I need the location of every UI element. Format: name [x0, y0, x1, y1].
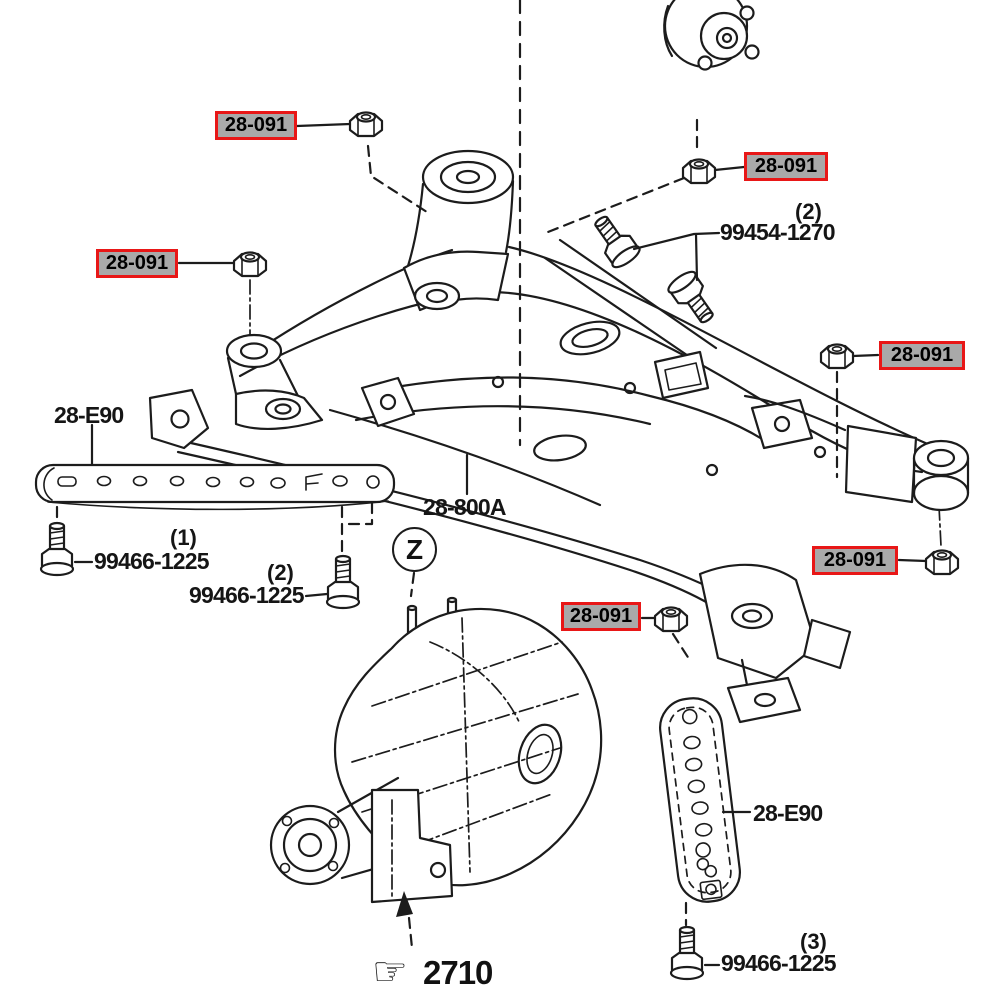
bolt-99466-3	[669, 925, 705, 981]
bolt-99466-1	[39, 521, 75, 577]
stay-bar-right	[659, 697, 741, 903]
nut-28091-6	[653, 606, 689, 633]
callout-28-091-top-left[interactable]: 28-091	[215, 111, 297, 140]
stay-bar-left	[34, 463, 396, 511]
callout-28-091-lower-right[interactable]: 28-091	[812, 546, 898, 575]
pointing-hand-icon: ☞	[372, 950, 408, 994]
callout-28-091-mid-left[interactable]: 28-091	[96, 249, 178, 278]
nut-28091-5	[924, 549, 960, 576]
callout-28-091-mid-right[interactable]: 28-091	[879, 341, 965, 370]
callout-28-091-top-right[interactable]: 28-091	[744, 152, 828, 181]
nut-28091-3	[232, 251, 268, 278]
qty-stay-bolt-3: (3)	[800, 929, 827, 954]
callout-28-091-lower-center[interactable]: 28-091	[561, 602, 641, 631]
nut-28091-4	[819, 343, 855, 370]
view-marker-z: Z	[392, 527, 437, 572]
nut-28091-1	[348, 111, 384, 138]
label-stay-bolt-3: 99466-1225	[721, 950, 837, 976]
dashed-leader-lines	[55, 118, 942, 927]
label-stay-right: 28-E90	[753, 800, 823, 826]
label-mount-bolt: 99454-1270	[720, 219, 836, 245]
bolt-99454-a	[585, 208, 644, 272]
section-ref-2710[interactable]: ☞ 2710	[370, 946, 500, 994]
label-stay-bolt-2: 99466-1225	[189, 582, 305, 608]
qty-mount-bolt: (2)	[795, 199, 822, 224]
bolt-99466-2	[325, 554, 361, 610]
differential-carrier	[269, 596, 603, 904]
label-stay-bolt-1: 99466-1225	[94, 548, 210, 574]
nut-28091-2	[681, 158, 717, 185]
rear-subframe-crossmember	[148, 149, 970, 724]
section-ref-arrow	[396, 891, 414, 950]
qty-stay-bolt-2: (2)	[267, 560, 294, 585]
solid-leader-lines	[73, 122, 928, 967]
label-crossmember: 28-800A	[423, 494, 506, 520]
qty-stay-bolt-1: (1)	[170, 525, 197, 550]
section-ref-number: 2710	[423, 954, 493, 991]
label-stay-left: 28-E90	[54, 402, 124, 428]
wheel-hub	[663, 0, 760, 71]
